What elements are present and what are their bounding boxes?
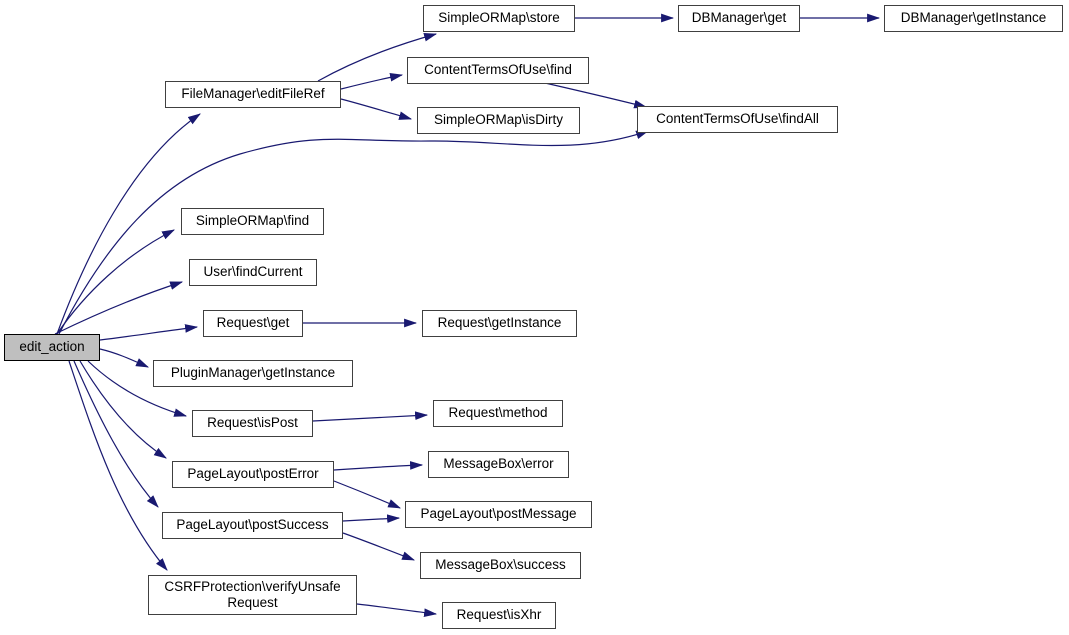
edge-edit_action-to-postSuccess: [73, 360, 159, 508]
graph-node-editFileRef[interactable]: FileManager\editFileRef: [165, 81, 341, 108]
graph-node-postSuccess[interactable]: PageLayout\postSuccess: [162, 512, 343, 539]
graph-node-store[interactable]: SimpleORMap\store: [423, 5, 575, 32]
graph-node-findCurrent[interactable]: User\findCurrent: [189, 259, 317, 286]
graph-node-pluginGetInstance[interactable]: PluginManager\getInstance: [153, 360, 353, 387]
edge-editFileRef-to-store: [317, 33, 438, 82]
graph-node-postMessage[interactable]: PageLayout\postMessage: [405, 501, 592, 528]
graph-node-dbGetInstance[interactable]: DBManager\getInstance: [884, 5, 1063, 32]
edge-postSuccess-to-postMessage: [342, 514, 401, 523]
edge-edit_action-to-csrf: [68, 360, 168, 571]
graph-node-edit_action: edit_action: [4, 334, 100, 361]
edge-postError-to-postMessage: [333, 480, 401, 509]
edge-edit_action-to-reqGet: [99, 324, 199, 341]
graph-node-mbError[interactable]: MessageBox\error: [428, 451, 569, 478]
edge-postSuccess-to-mbSuccess: [342, 532, 416, 561]
graph-node-isPost[interactable]: Request\isPost: [192, 410, 313, 437]
edge-edit_action-to-somFind: [56, 229, 175, 335]
edge-edit_action-to-postError: [79, 360, 167, 459]
edge-edit_action-to-findCurrent: [54, 281, 184, 335]
edge-isPost-to-method: [312, 411, 429, 422]
edge-postError-to-mbError: [333, 461, 424, 471]
graph-node-somFind[interactable]: SimpleORMap\find: [181, 208, 324, 235]
graph-node-mbSuccess[interactable]: MessageBox\success: [420, 552, 581, 579]
edge-edit_action-to-ctuFindAll: [58, 130, 650, 335]
graph-node-reqGet[interactable]: Request\get: [203, 310, 303, 337]
graph-node-method[interactable]: Request\method: [433, 400, 563, 427]
edge-edit_action-to-isPost: [87, 360, 188, 417]
graph-node-dbGet[interactable]: DBManager\get: [678, 5, 800, 32]
edge-editFileRef-to-ctuFind: [340, 72, 404, 90]
edge-edit_action-to-editFileRef: [56, 113, 201, 335]
edge-editFileRef-to-isDirty: [340, 98, 413, 120]
graph-node-isDirty[interactable]: SimpleORMap\isDirty: [417, 107, 580, 134]
edge-edit_action-to-pluginGetInstance: [99, 348, 149, 368]
edge-ctuFind-to-ctuFindAll: [544, 82, 648, 109]
graph-node-csrf[interactable]: CSRFProtection\verifyUnsafe Request: [148, 575, 357, 615]
graph-node-postError[interactable]: PageLayout\postError: [172, 461, 334, 488]
graph-node-ctuFind[interactable]: ContentTermsOfUse\find: [407, 57, 589, 84]
graph-node-reqGetInstance[interactable]: Request\getInstance: [422, 310, 577, 337]
graph-node-ctuFindAll[interactable]: ContentTermsOfUse\findAll: [637, 106, 838, 133]
graph-node-isXhr[interactable]: Request\isXhr: [442, 602, 556, 629]
edge-csrf-to-isXhr: [356, 603, 438, 617]
